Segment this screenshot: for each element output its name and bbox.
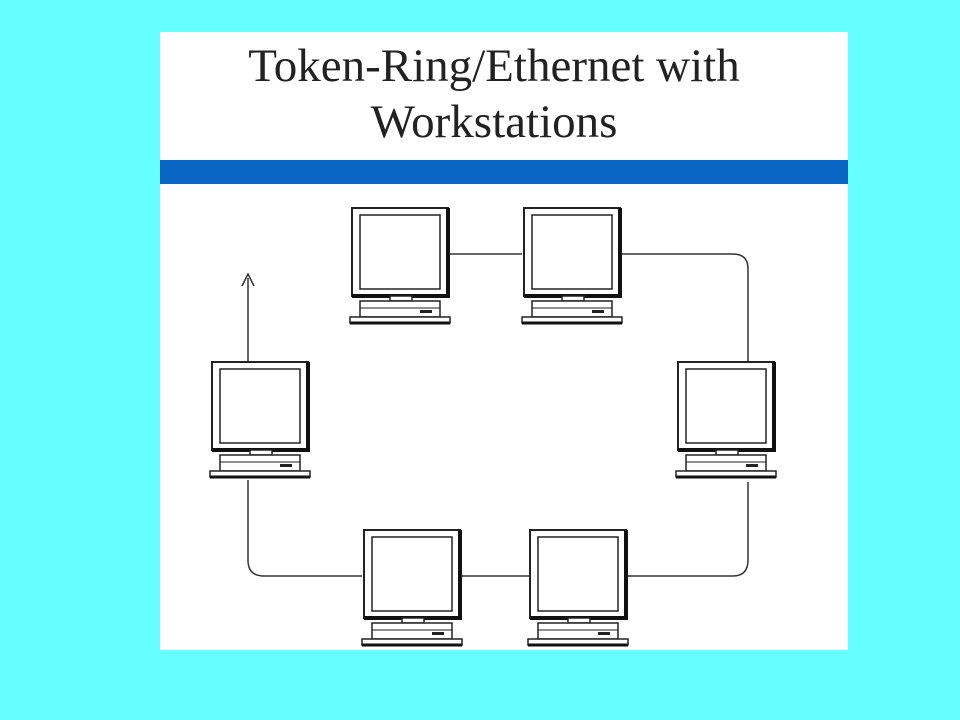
computer-icon bbox=[674, 360, 778, 479]
ring-cable bbox=[247, 253, 749, 577]
title-line-1: Token-Ring/Ethernet with bbox=[248, 40, 740, 92]
computer-icon bbox=[348, 206, 452, 325]
slide-title: Token-Ring/Ethernet with Workstations bbox=[160, 38, 828, 150]
arrow-up-icon bbox=[241, 272, 255, 287]
computer-icon bbox=[360, 528, 464, 647]
title-divider-bar bbox=[160, 160, 848, 184]
computer-icon bbox=[526, 528, 630, 647]
slide: Token-Ring/Ethernet with Workstations bbox=[160, 32, 848, 650]
computer-icon bbox=[520, 206, 624, 325]
computer-icon bbox=[208, 360, 312, 479]
ring-network-diagram bbox=[208, 206, 778, 647]
title-line-2: Workstations bbox=[370, 96, 618, 148]
